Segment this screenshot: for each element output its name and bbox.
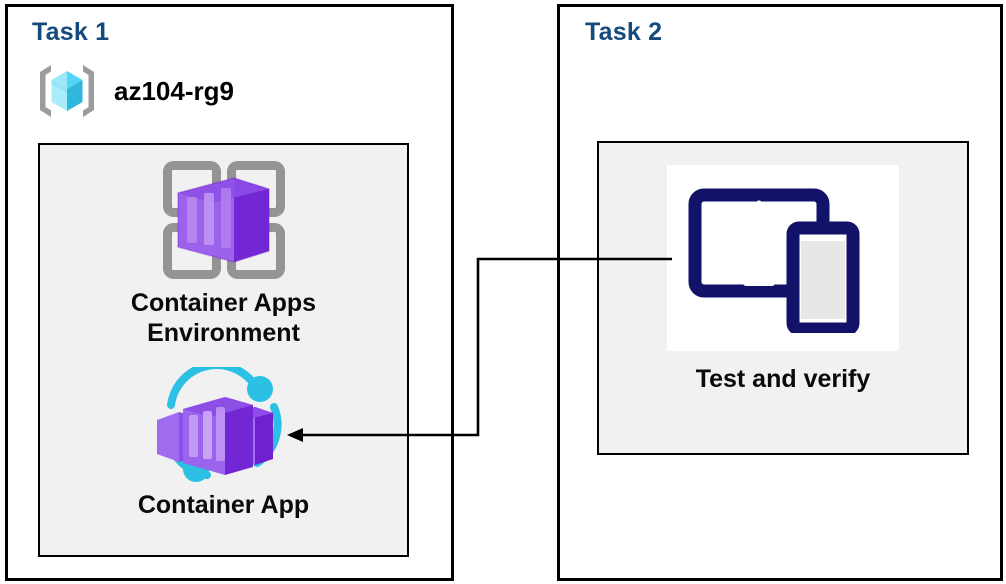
container-apps-environment-icon <box>149 157 299 283</box>
test-and-verify-item: Test and verify <box>599 165 967 395</box>
resource-group-row: az104-rg9 <box>34 58 234 124</box>
task-1-title: Task 1 <box>32 18 110 46</box>
resource-group-label: az104-rg9 <box>114 75 234 106</box>
resource-group-cube-icon <box>34 58 100 124</box>
test-and-verify-icon-background <box>667 165 899 351</box>
container-app-label: Container App <box>137 491 310 519</box>
task-2-panel: Test and verify <box>597 141 969 455</box>
container-apps-environment-item: Container Apps Environment <box>40 157 407 348</box>
container-apps-environment-label: Container Apps Environment <box>130 289 317 347</box>
task-2-title: Task 2 <box>585 18 663 46</box>
task-1-panel: Container Apps Environment <box>38 143 409 557</box>
container-app-icon <box>145 367 303 485</box>
test-and-verify-label: Test and verify <box>695 365 871 393</box>
test-and-verify-devices-icon <box>688 183 878 333</box>
container-app-item: Container App <box>40 367 407 521</box>
